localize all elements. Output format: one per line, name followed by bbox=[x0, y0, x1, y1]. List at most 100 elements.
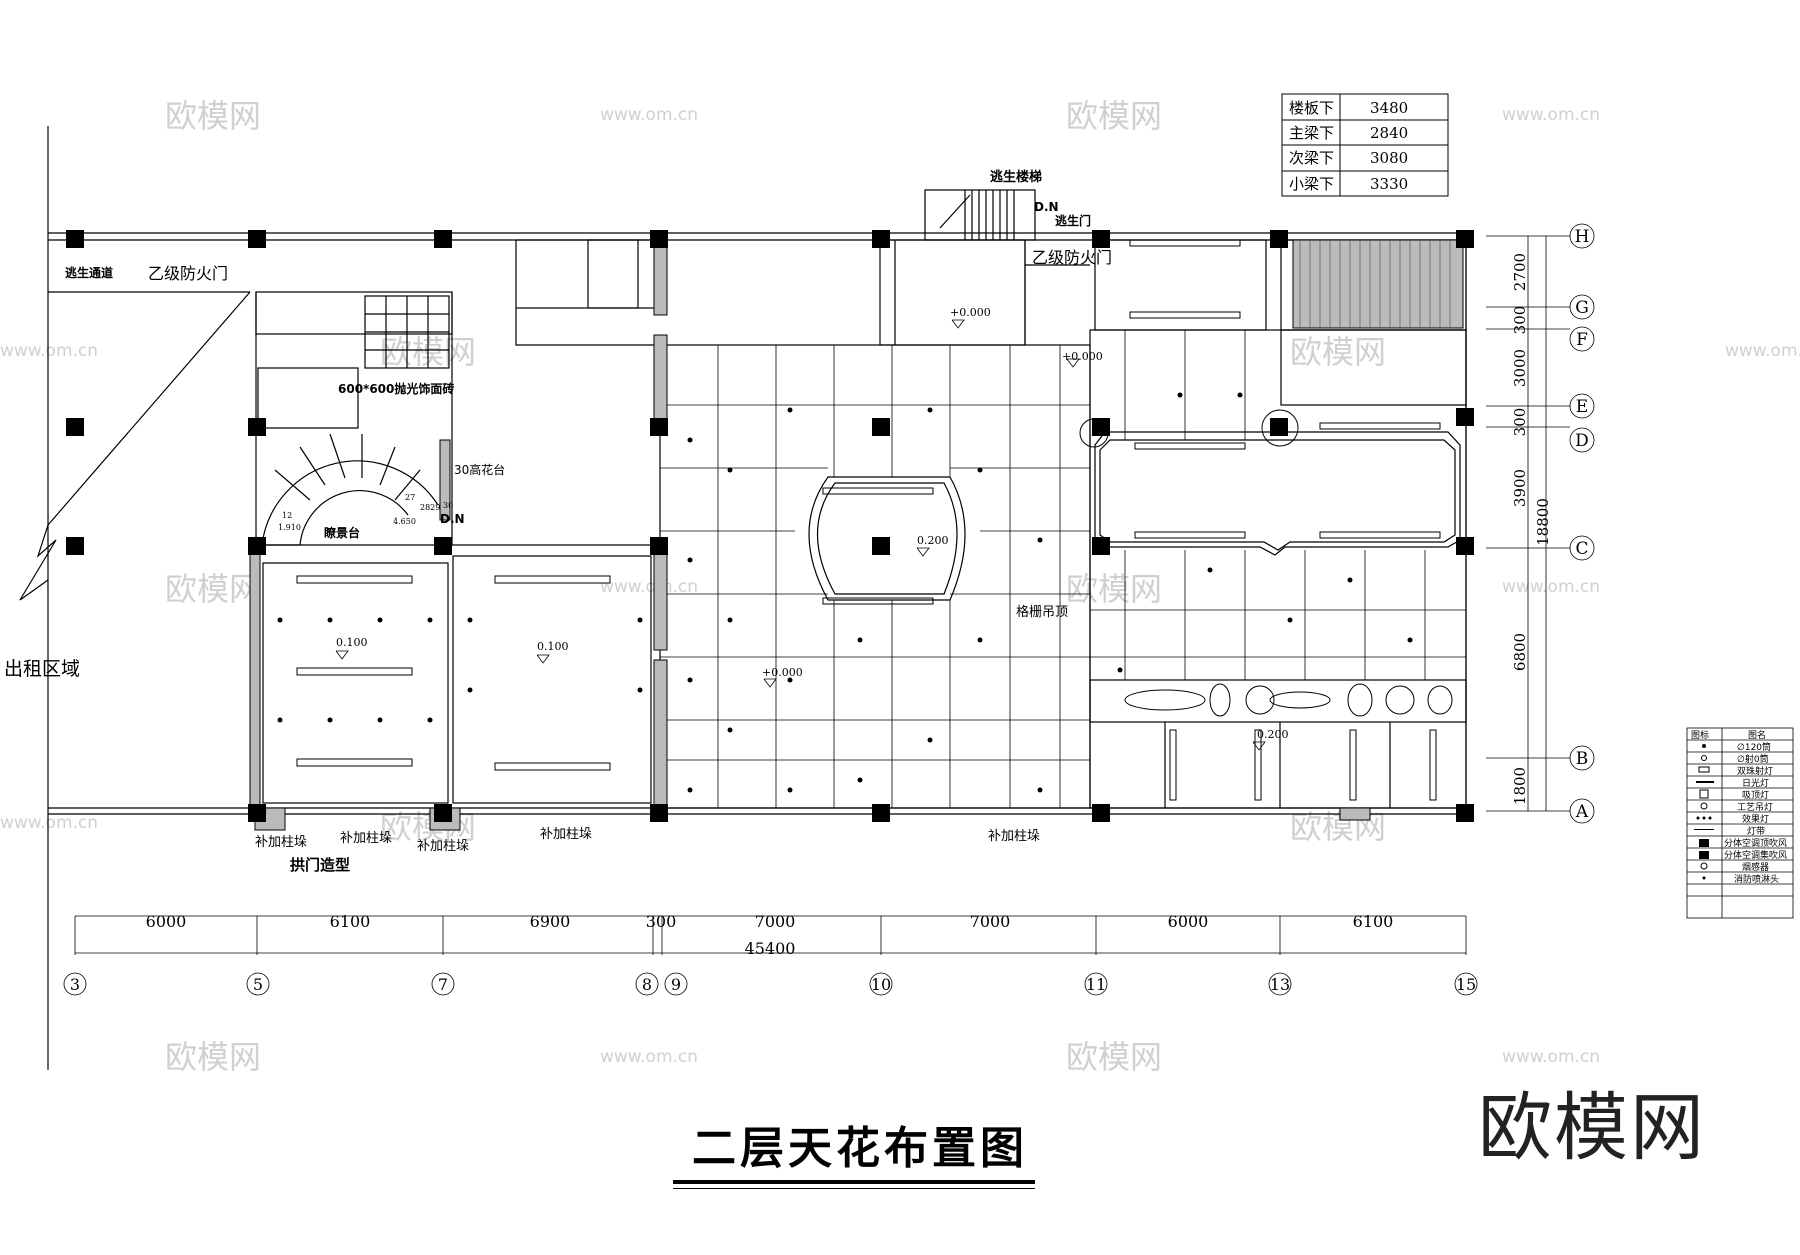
watermark-url: www.om.cn bbox=[1502, 1047, 1600, 1067]
height-table-label: 次梁下 bbox=[1289, 149, 1334, 167]
ceiling-lights bbox=[296, 239, 1453, 801]
level-label: 0.200 bbox=[1257, 728, 1289, 741]
height-table-value: 3330 bbox=[1370, 175, 1408, 193]
row-axis-label: D bbox=[1575, 431, 1589, 451]
watermark-url: www.om.cn bbox=[1502, 105, 1600, 125]
watermark: 欧模网 bbox=[165, 97, 261, 135]
col-axis-label: 7 bbox=[438, 975, 448, 994]
title-underline bbox=[673, 1180, 1035, 1184]
legend-item: 分体空调顶吹风 bbox=[1724, 837, 1787, 849]
grid-ceiling-lines bbox=[660, 330, 1466, 808]
height-table-value: 3480 bbox=[1370, 99, 1408, 117]
dn-label: D.N bbox=[440, 512, 465, 526]
stair-note: 12 bbox=[282, 511, 292, 520]
watermark-url: www.om.cn bbox=[600, 577, 698, 597]
watermark-url: www.om.cn bbox=[0, 813, 98, 833]
stair-note: 1.910 bbox=[278, 523, 301, 532]
ceiling-downlights bbox=[277, 392, 1413, 793]
col-axis-label: 15 bbox=[1456, 975, 1476, 994]
legend-item: 双珠射灯 bbox=[1737, 765, 1773, 777]
watermark-url: www.om.cn bbox=[1725, 341, 1800, 361]
column-addition-label: 补加柱垛 bbox=[988, 829, 1040, 844]
watermark-group: 欧模网 欧模网 欧模网 欧模网 欧模网 欧模网 欧模网 欧模网 欧模网 欧模网 bbox=[165, 97, 1386, 1076]
height-table-label: 小梁下 bbox=[1289, 175, 1334, 193]
watermark: 欧模网 bbox=[165, 570, 261, 608]
legend-item: 分体空调集吹风 bbox=[1724, 849, 1787, 861]
row-dim: 1800 bbox=[1511, 767, 1529, 805]
col-dim: 6100 bbox=[330, 912, 371, 931]
row-axis-label: G bbox=[1575, 298, 1589, 318]
column-addition-label: 补加柱垛 bbox=[540, 827, 592, 842]
row-dim: 300 bbox=[1511, 408, 1529, 437]
row-dim: 3900 bbox=[1511, 469, 1529, 507]
watermark-url: www.om.cn bbox=[600, 1047, 698, 1067]
height-table-value: 3080 bbox=[1370, 149, 1408, 167]
watermark-url: www.om.cn bbox=[600, 105, 698, 125]
col-dim: 6100 bbox=[1353, 912, 1394, 931]
level-label: 0.100 bbox=[336, 636, 368, 649]
legend-item: ∅射0筒 bbox=[1737, 753, 1769, 765]
col-dim: 7000 bbox=[970, 912, 1011, 931]
viewing-platform-label: 瞭景台 bbox=[324, 525, 360, 540]
col-axis-label: 3 bbox=[70, 975, 80, 994]
column-addition-label: 补加柱垛 bbox=[340, 831, 392, 846]
height-table-label: 楼板下 bbox=[1289, 99, 1334, 117]
escape-stair-label: 逃生楼梯 bbox=[990, 169, 1042, 185]
watermark: 欧模网 bbox=[1290, 333, 1386, 371]
dn-label: D.N bbox=[1034, 200, 1059, 214]
height-table-text: 楼板下 3480 主梁下 2840 次梁下 3080 小梁下 3330 bbox=[1289, 99, 1408, 193]
col-axis-label: 9 bbox=[671, 975, 681, 994]
legend-item: 消防喷淋头 bbox=[1734, 873, 1779, 885]
watermark: 欧模网 bbox=[165, 1038, 261, 1076]
stair-note: 4.650 bbox=[393, 517, 416, 526]
stair-note: 27 bbox=[405, 493, 415, 502]
rental-area-label: 出租区域 bbox=[4, 658, 80, 680]
level-label: +0.000 bbox=[1062, 350, 1103, 363]
title-underline bbox=[673, 1188, 1035, 1189]
level-texts: +0.000 +0.000 +0.000 0.100 0.100 0.200 0… bbox=[336, 306, 1289, 741]
height-table-value: 2840 bbox=[1370, 124, 1408, 142]
legend-symbols bbox=[1694, 744, 1714, 880]
watermark-url: www.om.cn bbox=[1502, 577, 1600, 597]
legend-item: 日光灯 bbox=[1742, 777, 1769, 789]
row-axis-label: E bbox=[1576, 397, 1588, 417]
height-table-label: 主梁下 bbox=[1289, 124, 1334, 142]
row-dim: 6800 bbox=[1511, 633, 1529, 671]
row-axis-label: B bbox=[1576, 749, 1589, 769]
legend-item: 效果灯 bbox=[1742, 813, 1769, 825]
column-dimensions: 6000 6100 6900 300 7000 7000 6000 6100 4… bbox=[146, 912, 1394, 958]
column-addition-label: 补加柱垛 bbox=[255, 835, 307, 850]
watermark-url: www.om.cn bbox=[0, 341, 98, 361]
fire-door-label: 乙级防火门 bbox=[148, 264, 228, 283]
watermark-url-group: www.om.cn www.om.cn www.om.cn www.om.cn … bbox=[0, 105, 1800, 1067]
col-dim: 6000 bbox=[1168, 912, 1209, 931]
escape-passage-label: 逃生通道 bbox=[65, 265, 113, 280]
col-axis-label: 11 bbox=[1086, 975, 1106, 994]
legend-item: 吸顶灯 bbox=[1742, 790, 1769, 801]
stair-note: 30 bbox=[443, 501, 453, 510]
col-dim: 300 bbox=[646, 912, 677, 931]
row-dim: 2700 bbox=[1511, 253, 1529, 291]
stair-small-labels: 27 2829 30 4.650 1.910 12 bbox=[278, 493, 453, 532]
row-dim: 3000 bbox=[1511, 349, 1529, 387]
structural-columns bbox=[66, 230, 1474, 822]
arch-label: 拱门造型 bbox=[290, 856, 350, 874]
legend-item: 烟感器 bbox=[1742, 861, 1769, 873]
legend-table bbox=[1686, 727, 1794, 919]
row-dim: 300 bbox=[1511, 306, 1529, 335]
row-axis-label: C bbox=[1575, 539, 1588, 559]
drawing-title: 二层天花布置图 bbox=[692, 1123, 1028, 1174]
watermark: 欧模网 bbox=[1066, 1038, 1162, 1076]
legend-header: 图标 bbox=[1691, 729, 1709, 741]
col-axis-label: 13 bbox=[1270, 975, 1290, 994]
col-dim: 7000 bbox=[755, 912, 796, 931]
watermark: 欧模网 bbox=[1066, 570, 1162, 608]
col-total: 45400 bbox=[745, 939, 796, 958]
escape-door-label: 逃生门 bbox=[1055, 213, 1091, 228]
col-dim: 6900 bbox=[530, 912, 571, 931]
hatch-stripes bbox=[1299, 240, 1451, 328]
col-axis-label: 8 bbox=[642, 975, 652, 994]
level-label: +0.000 bbox=[950, 306, 991, 319]
row-axis-label: H bbox=[1575, 227, 1590, 247]
